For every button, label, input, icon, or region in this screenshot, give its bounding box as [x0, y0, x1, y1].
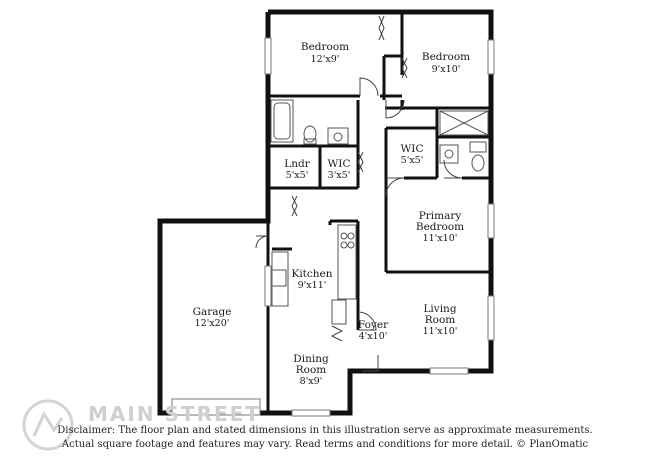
windows [171, 37, 495, 417]
living-label-1: Living [423, 303, 456, 315]
bedroom2-dim: 9'x10' [432, 64, 461, 75]
garage-dim: 12'x20' [195, 318, 230, 329]
bedroom1-dim: 12'x9' [311, 54, 340, 65]
dining-label-2: Room [296, 364, 327, 376]
lndr-dim: 5'x5' [286, 170, 309, 181]
disclaimer-line-1: Disclaimer: The floor plan and stated di… [57, 425, 593, 436]
lndr-label: Lndr [284, 158, 310, 170]
primary-label-1: Primary [419, 210, 462, 222]
bedroom1-label: Bedroom [301, 41, 349, 53]
wic2-label: WIC [328, 158, 351, 170]
watermark-logo-icon [22, 399, 74, 451]
kitchen-dim: 9'x11' [298, 280, 327, 291]
living-dim: 11'x10' [423, 326, 458, 337]
fixtures [270, 99, 489, 325]
primary-dim: 11'x10' [423, 233, 458, 244]
doors [255, 15, 463, 372]
watermark-text: MAIN STREET [88, 402, 261, 426]
living-label-2: Room [425, 314, 456, 326]
wic1-dim: 5'x5' [401, 155, 424, 166]
bedroom2-label: Bedroom [422, 51, 470, 63]
foyer-dim: 4'x10' [359, 331, 388, 342]
dining-dim: 8'x9' [300, 376, 323, 387]
foyer-label: Foyer [358, 319, 389, 331]
interior-walls [266, 12, 491, 413]
primary-label-2: Bedroom [416, 221, 464, 233]
wic2-dim: 3'x5' [328, 170, 351, 181]
wic1-label: WIC [401, 143, 424, 155]
dining-label-1: Dining [293, 353, 329, 365]
disclaimer-line-2: Actual square footage and features may v… [61, 439, 589, 450]
kitchen-label: Kitchen [291, 268, 332, 280]
garage-label: Garage [193, 306, 232, 318]
room-labels: Bedroom 12'x9' Bedroom 9'x10' WIC 5'x5' … [193, 41, 471, 387]
